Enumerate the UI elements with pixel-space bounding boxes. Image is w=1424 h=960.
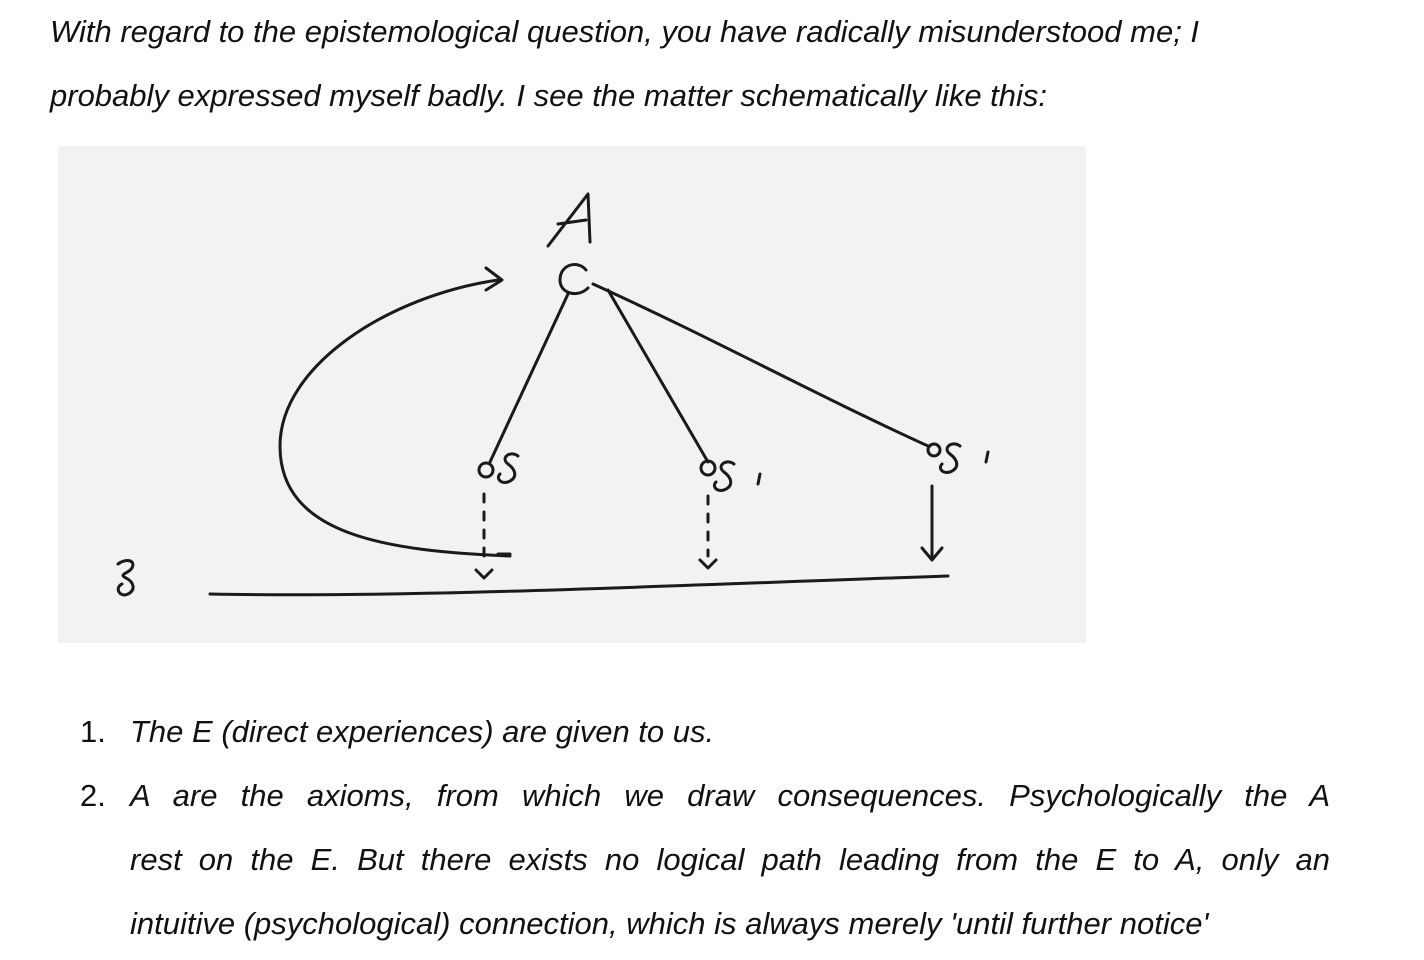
intro-line-2: probably expressed myself badly. I see t… [50,78,1048,113]
prime-mark-2 [756,472,762,486]
list-item: 1. The E (direct experiences) are given … [80,700,1330,764]
list-item-text: The E (direct experiences) are given to … [130,700,1330,764]
statement-S-glyph-2 [712,460,736,492]
statement-node-2 [699,459,717,477]
experience-baseline [208,574,950,597]
statement-S-glyph-1 [496,452,520,484]
intro-paragraph: With regard to the epistemological quest… [50,0,1350,128]
list-item-line: rest on the E. But there exists no logic… [130,842,1330,877]
test-arrow-3 [920,546,944,562]
intro-line-1: With regard to the epistemological quest… [50,14,1200,49]
intuitive-connection-loop [278,278,512,558]
list-item-text: A are the axioms, from which we draw con… [130,764,1330,956]
symbol-E-glyph [116,559,135,597]
deduction-line-1 [488,292,570,464]
axiom-node [558,263,590,296]
hand-drawn-epistemology-diagram [58,146,1086,643]
list-item-number: 2. [80,778,106,813]
statement-node-1 [477,461,495,479]
list-item-line: The E (direct experiences) are given to … [130,714,715,749]
deduction-line-2 [606,288,710,464]
statement-node-3 [926,442,942,458]
loop-arrowhead [484,266,504,292]
symbol-A-glyph [546,192,592,248]
test-arrow-1 [474,568,494,580]
deduction-line-3 [591,282,930,448]
test-arrow-2 [698,558,718,570]
list-item-number: 1. [80,714,106,749]
prime-mark-3 [984,450,990,464]
statement-S-glyph-3 [938,442,962,474]
list-item-line: intuitive (psychological) connection, wh… [130,906,1209,941]
diagram-svg [116,192,990,597]
numbered-list: 1. The E (direct experiences) are given … [80,700,1330,956]
list-item: 2. A are the axioms, from which we draw … [80,764,1330,956]
list-item-line: A are the axioms, from which we draw con… [130,778,1330,813]
